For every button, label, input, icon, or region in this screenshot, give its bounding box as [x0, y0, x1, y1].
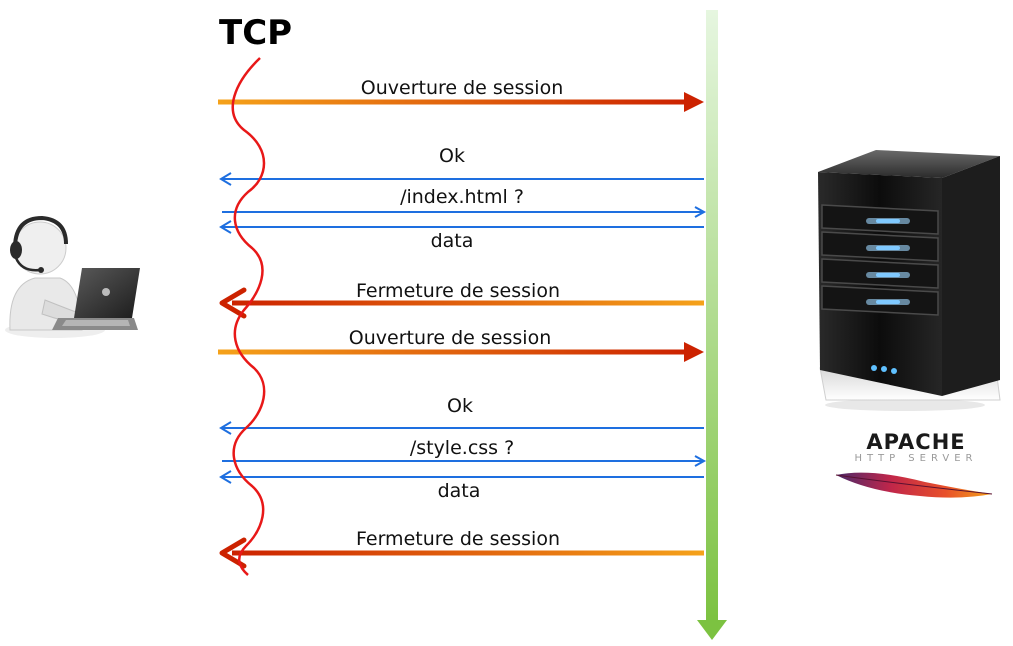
message-arrow: [219, 287, 704, 319]
tcp-wave-line: [231, 57, 266, 576]
message-arrow: [219, 172, 704, 186]
apache-logo-text: APACHE: [866, 430, 966, 454]
message-arrow: [218, 92, 704, 112]
message-arrow: [222, 206, 707, 218]
diagram-title: TCP: [219, 13, 293, 53]
server-tower-icon: [818, 150, 1001, 411]
message-label: data: [437, 480, 481, 502]
message-arrow: [219, 421, 704, 435]
message-label: Ouverture de session: [348, 327, 552, 349]
message-label: Ouverture de session: [360, 77, 564, 99]
message-label: Fermeture de session: [356, 528, 560, 550]
message-arrow: [219, 537, 704, 569]
message-label: /style.css ?: [409, 437, 515, 459]
server-timeline: [697, 10, 727, 640]
message-label: Ok: [439, 145, 465, 167]
message-arrow: [219, 220, 704, 234]
message-arrow: [219, 470, 704, 484]
message-label: Fermeture de session: [356, 280, 560, 302]
apache-feather-icon: [835, 472, 993, 498]
message-label: /index.html ?: [400, 186, 524, 208]
message-arrow: [218, 342, 704, 362]
apache-logo-subtitle: HTTP SERVER: [854, 453, 978, 464]
user-laptop-icon: [5, 215, 140, 338]
message-label: Ok: [447, 395, 473, 417]
message-label: data: [430, 230, 474, 252]
message-arrow: [222, 455, 707, 467]
